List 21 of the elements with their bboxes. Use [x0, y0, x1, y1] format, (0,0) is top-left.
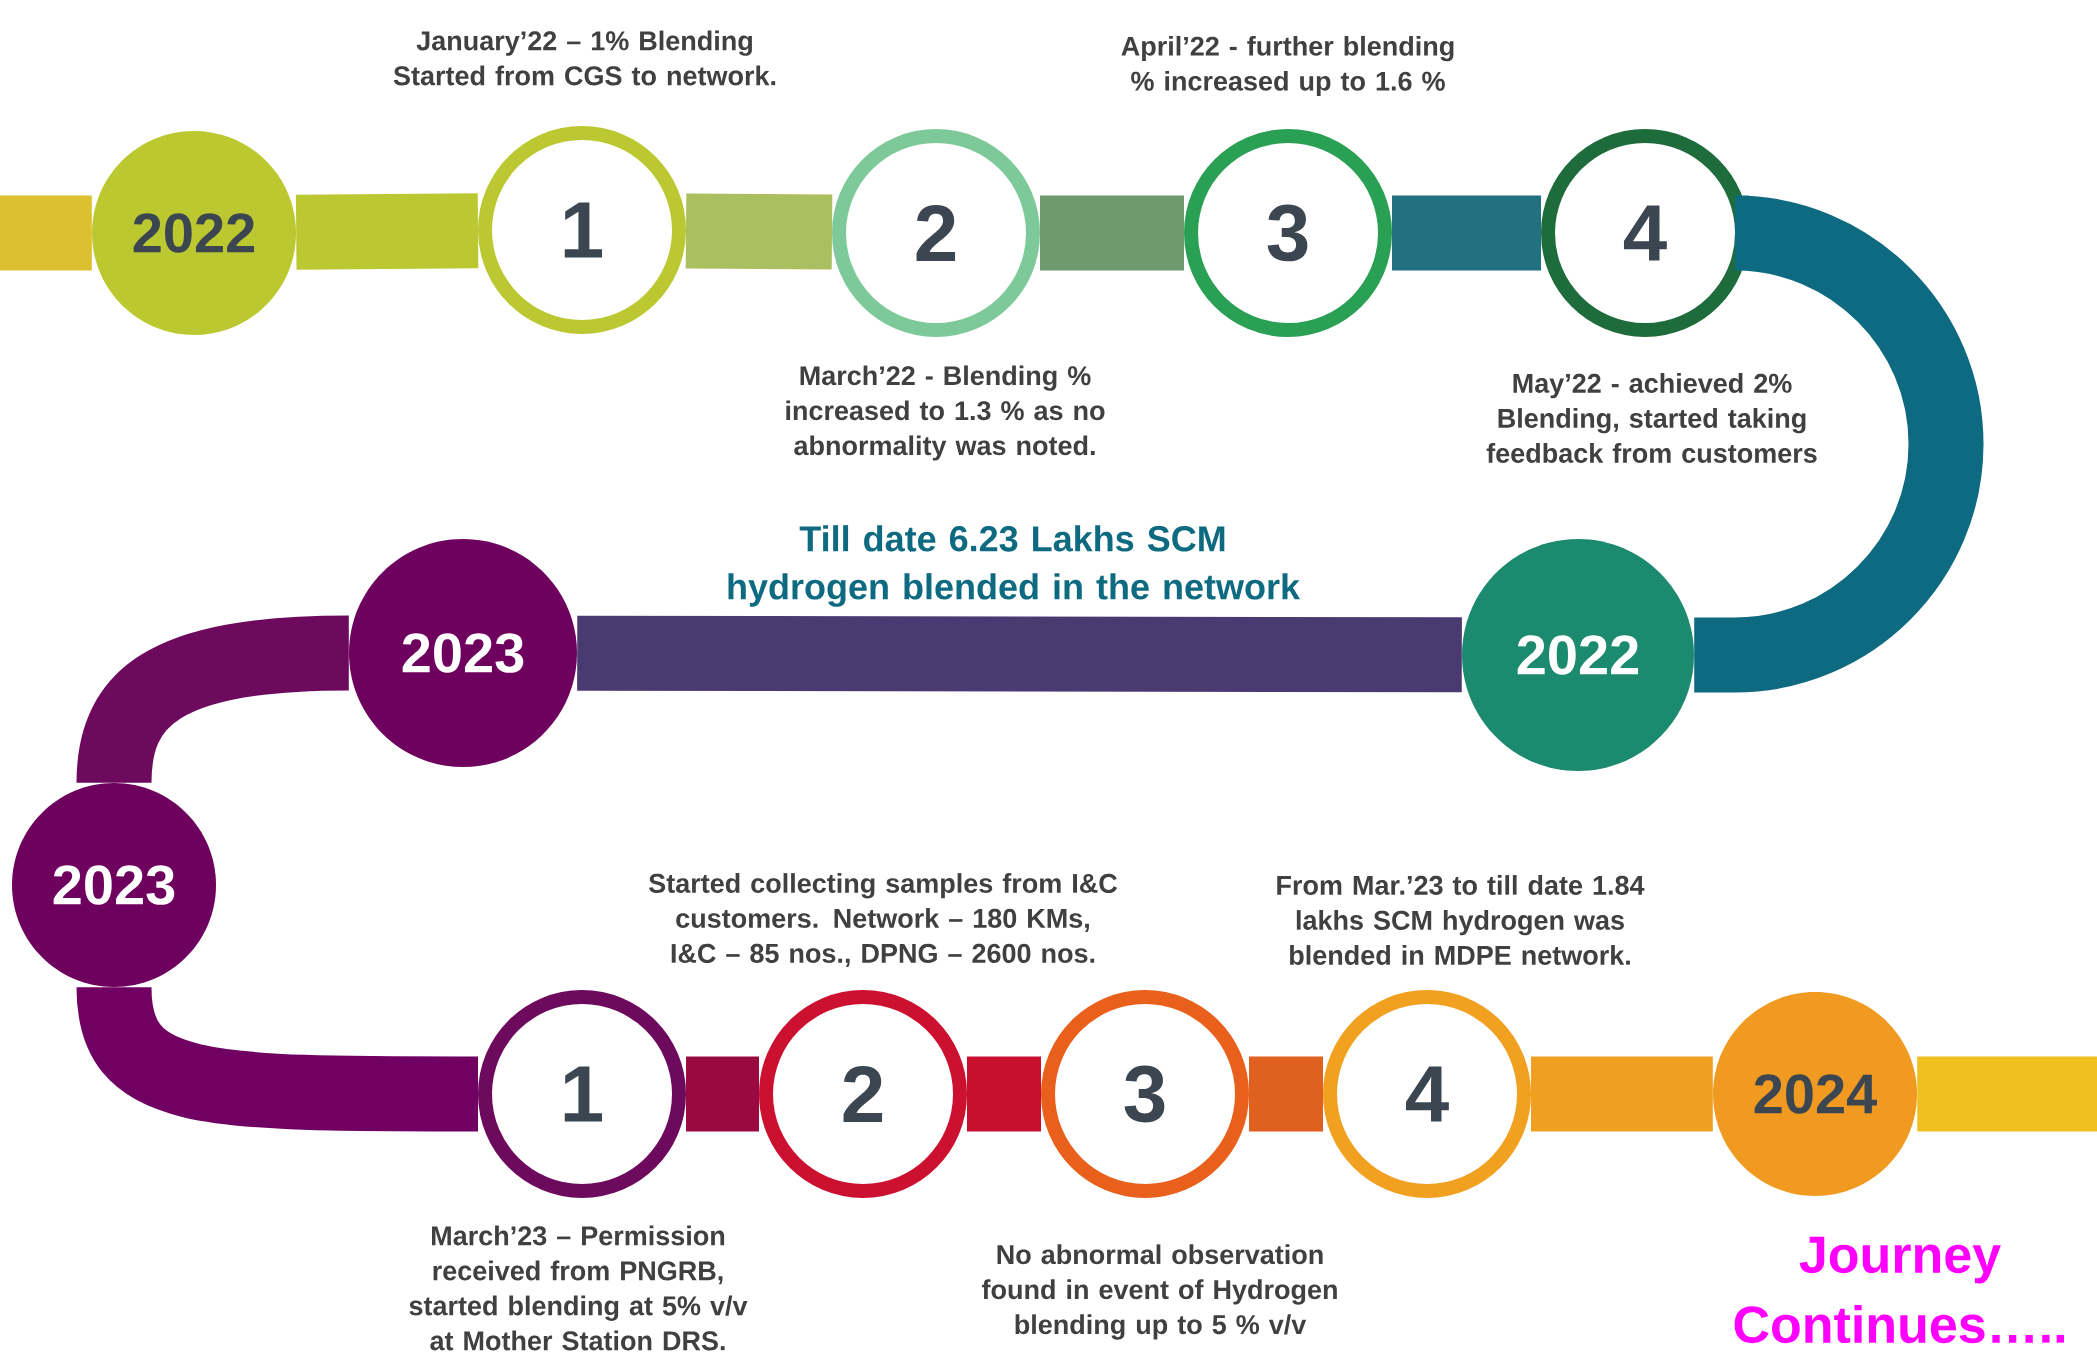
- timeline-band: [1249, 1056, 1323, 1132]
- timeline-band: [967, 1056, 1041, 1132]
- summary-note: Till date 6.23 Lakhs SCM hydrogen blended in the network: [728, 525, 1301, 607]
- step-description: No abnormal observation found in event of Hydrogen blending up to 5 % v/v: [982, 1244, 1337, 1340]
- step-description: April’22 - further blending % increased up to 1.6 %: [1121, 35, 1454, 97]
- timeline-band: [0, 195, 92, 271]
- timeline-band: [685, 193, 833, 270]
- timeline-band: [1392, 195, 1541, 271]
- step-description: Started collecting samples from I&C customers. Network – 180 KMs, I&C – 85 nos., DPNG – 2600 nos.: [649, 873, 1118, 967]
- timeline-band: [1040, 195, 1184, 271]
- timeline-band: [1531, 1056, 1713, 1132]
- step-description: From Mar.’23 to till date 1.84 lakhs SCM hydrogen was blended in MDPE network.: [1277, 875, 1645, 965]
- timeline-band: [1917, 1056, 2097, 1132]
- step-description: March’22 - Blending % increased to 1.3 % as no abnormality was noted.: [786, 365, 1105, 461]
- step-description: March’23 – Permission received from PNGRB, started blending at 5% v/v at Mother Station DRS.: [409, 1225, 748, 1351]
- timeline-band: [577, 615, 1462, 693]
- timeline-band: [295, 193, 479, 270]
- step-description: May’22 - achieved 2% Blending, started taking feedback from customers: [1486, 373, 1817, 463]
- step-description: January’22 – 1% Blending Started from CGS to network.: [393, 30, 776, 86]
- timeline-band: [686, 1056, 759, 1132]
- timeline-band: [76, 984, 478, 1132]
